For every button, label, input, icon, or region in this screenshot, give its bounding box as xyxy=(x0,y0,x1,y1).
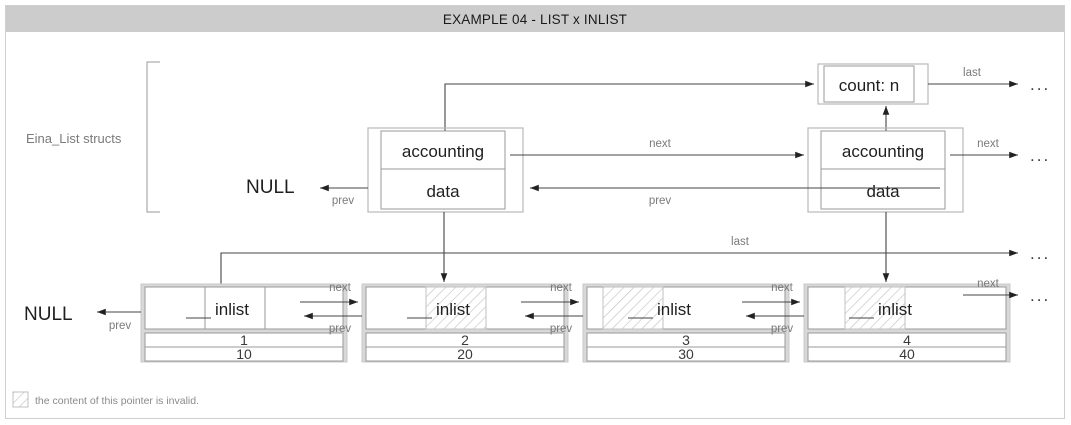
count-value-label: count: n xyxy=(839,76,900,95)
edge-accounting-to-count xyxy=(444,80,814,145)
legend-text: the content of this pointer is invalid. xyxy=(35,395,199,407)
inlist-node-1-field-0: 1 xyxy=(240,332,248,348)
inlist-node-4-field-0: 4 xyxy=(903,332,911,348)
inlist-node-2: inlist 2 20 xyxy=(361,283,569,363)
edge-label-prev-n0: prev xyxy=(109,320,132,332)
inlist-node-4-field-1: 40 xyxy=(899,346,915,362)
list-left-accounting-label: accounting xyxy=(402,142,484,161)
inlist-node-2-pointer-label: inlist xyxy=(436,300,470,319)
list-struct-left: accounting data xyxy=(367,127,524,213)
inlist-node-3: inlist 3 30 xyxy=(582,283,790,363)
edge-label-prev-n3: prev xyxy=(771,323,794,335)
edge-label-prev-top-mid: prev xyxy=(649,195,672,207)
inlist-node-2-field-1: 20 xyxy=(457,346,473,362)
inlist-node-4: inlist 4 40 xyxy=(803,283,1011,363)
accounting-count-box: count: n xyxy=(817,63,929,105)
inlist-node-4-pointer-label: inlist xyxy=(878,300,912,319)
null-label-top: NULL xyxy=(246,177,295,198)
ellipsis-next-n4: ... xyxy=(1030,286,1050,305)
ellipsis-last-top: ... xyxy=(1030,75,1050,94)
edge-label-next-n1: next xyxy=(329,282,352,294)
edge-last-mid xyxy=(220,249,1018,287)
list-right-data-label: data xyxy=(866,182,900,201)
edge-label-next-n2: next xyxy=(550,282,573,294)
ellipsis-last-mid: ... xyxy=(1030,244,1050,263)
edge-label-last-mid: last xyxy=(731,236,750,248)
edge-label-last-top: last xyxy=(963,67,982,79)
edge-label-next-top: next xyxy=(649,138,672,150)
inlist-node-3-field-0: 3 xyxy=(682,332,690,348)
eina-list-structs-label: Eina_List structs xyxy=(26,131,122,146)
edge-label-next-n4: next xyxy=(977,278,1000,290)
eina-list-bracket xyxy=(146,61,160,213)
inlist-node-1-field-1: 10 xyxy=(236,346,252,362)
legend: the content of this pointer is invalid. xyxy=(12,391,199,408)
ellipsis-next-top: ... xyxy=(1030,146,1050,165)
list-left-data-label: data xyxy=(426,182,460,201)
null-label-bottom: NULL xyxy=(24,304,73,325)
diagram-frame xyxy=(5,5,1065,419)
title-bar: EXAMPLE 04 - LIST x INLIST xyxy=(6,6,1064,32)
inlist-node-2-field-0: 2 xyxy=(461,332,469,348)
edge-label-prev-n2: prev xyxy=(550,323,573,335)
inlist-node-3-field-1: 30 xyxy=(678,346,694,362)
list-struct-right: accounting data xyxy=(807,127,964,213)
inlist-node-1-pointer-label: inlist xyxy=(215,300,249,319)
inlist-node-1: inlist 1 10 xyxy=(140,283,348,363)
legend-hatch-swatch xyxy=(12,391,29,408)
list-right-accounting-label: accounting xyxy=(842,142,924,161)
page-title: EXAMPLE 04 - LIST x INLIST xyxy=(442,11,628,27)
edge-label-prev-n1: prev xyxy=(329,323,352,335)
inlist-node-3-pointer-label: inlist xyxy=(657,300,691,319)
edge-label-prev-top-left: prev xyxy=(332,195,355,207)
edge-label-next-right-top: next xyxy=(977,138,1000,150)
edge-label-next-n3: next xyxy=(771,282,794,294)
